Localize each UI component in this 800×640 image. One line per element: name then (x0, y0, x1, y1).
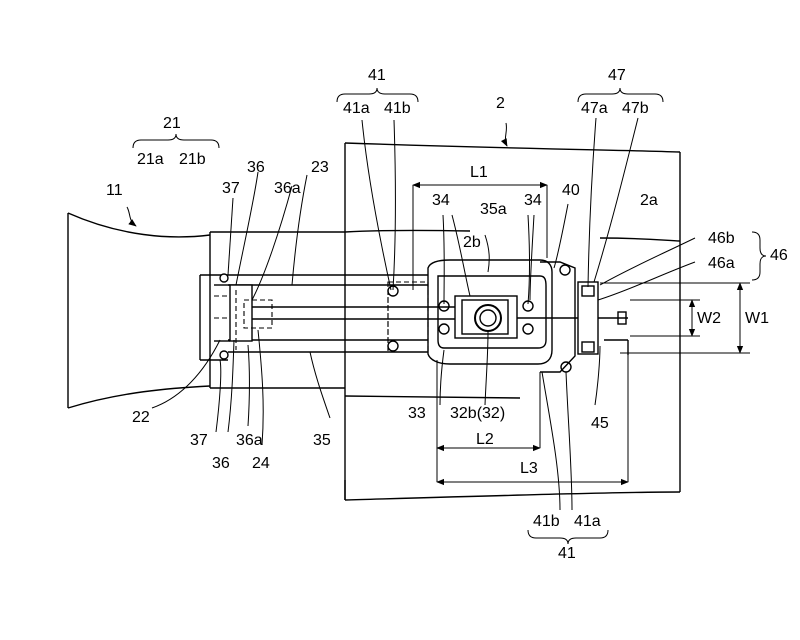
frame-2 (344, 142, 681, 501)
label-21a: 21a (137, 151, 164, 168)
label-41-bottom: 41 (558, 545, 576, 562)
label-21b: 21b (179, 151, 206, 168)
label-35: 35 (313, 432, 331, 449)
label-24: 24 (252, 455, 270, 472)
label-2: 2 (496, 95, 505, 112)
label-33: 33 (408, 405, 426, 422)
label-46a: 46a (708, 255, 735, 272)
label-23: 23 (311, 159, 329, 176)
label-41b-top: 41b (384, 100, 411, 117)
label-41a-bottom: 41a (574, 513, 601, 530)
label-32b: 32b(32) (450, 405, 505, 422)
label-40: 40 (562, 182, 580, 199)
label-35a: 35a (480, 201, 507, 218)
label-36-bottom: 36 (212, 455, 230, 472)
motor-block-32 (438, 295, 578, 339)
rods-23-35 (228, 274, 455, 353)
bracket-21 (199, 231, 345, 389)
label-41a-top: 41a (343, 100, 370, 117)
label-W1: W1 (745, 310, 769, 327)
label-2a: 2a (640, 192, 658, 209)
label-22: 22 (132, 409, 150, 426)
label-W2: W2 (697, 310, 721, 327)
label-L2: L2 (476, 431, 494, 448)
label-37-top: 37 (222, 180, 240, 197)
label-41-top: 41 (368, 67, 386, 84)
braces (132, 87, 767, 545)
joint-36-37 (214, 273, 273, 360)
bracket-40 (427, 259, 576, 373)
label-L3: L3 (520, 460, 538, 477)
label-41b-bottom: 41b (533, 513, 560, 530)
label-36a-bottom: 36a (236, 432, 263, 449)
clamp-46-47 (577, 281, 629, 355)
label-46b: 46b (708, 230, 735, 247)
label-21: 21 (163, 115, 181, 132)
label-46: 46 (770, 247, 788, 264)
label-37-bottom: 37 (190, 432, 208, 449)
label-11: 11 (106, 182, 123, 199)
label-36a-top: 36a (274, 180, 301, 197)
vehicle-body-11 (67, 212, 211, 409)
label-47a: 47a (581, 100, 608, 117)
label-2b: 2b (463, 234, 481, 251)
label-47: 47 (608, 67, 626, 84)
label-45: 45 (591, 415, 609, 432)
reference-labels: 11 21 21a 21b 37 36 36a 23 22 37 36 36a … (106, 67, 788, 562)
label-34-left: 34 (432, 192, 450, 209)
label-L1: L1 (470, 164, 488, 181)
label-34-right: 34 (524, 192, 542, 209)
label-36-top: 36 (247, 159, 265, 176)
dimension-lines (412, 181, 750, 486)
label-47b: 47b (622, 100, 649, 117)
leader-lines (126, 117, 696, 511)
